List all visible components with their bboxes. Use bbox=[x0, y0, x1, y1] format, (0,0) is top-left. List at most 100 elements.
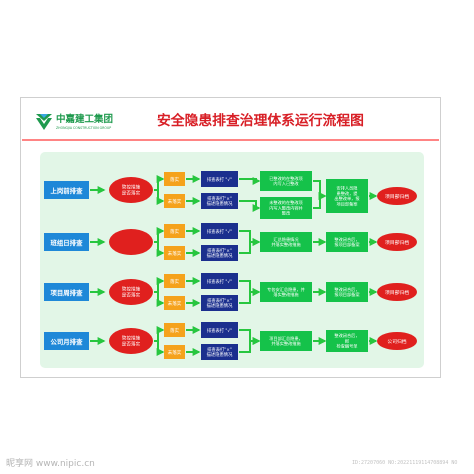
action-text: 报 bbox=[345, 337, 350, 344]
watermark-id: ID:27207060 NO:20221119114708894 NO bbox=[352, 460, 458, 466]
arrow bbox=[239, 238, 261, 254]
row-label: 上岗前排查 bbox=[51, 186, 84, 195]
implemented-box bbox=[164, 172, 185, 186]
manage-check-oval bbox=[109, 229, 153, 255]
not-implemented-label: 未落实 bbox=[168, 250, 182, 257]
not-implemented-label: 未落实 bbox=[168, 349, 182, 356]
form-cross-text: 描述隐患情况 bbox=[207, 351, 233, 358]
manage-check-text: 管控措施 bbox=[122, 184, 141, 191]
action-text: 整改闭合后， bbox=[334, 332, 359, 339]
process-text: 内写入整改内容并 bbox=[269, 204, 303, 211]
archive-label: 项目部归档 bbox=[385, 289, 409, 296]
form-cross-box bbox=[201, 245, 238, 261]
action-box bbox=[326, 232, 368, 252]
implemented-label: 落实 bbox=[170, 228, 180, 235]
arrow bbox=[154, 241, 165, 257]
form-cross-text: 排查表打"×" bbox=[207, 297, 232, 304]
archive-label: 项目部归档 bbox=[385, 193, 409, 200]
process-box bbox=[260, 171, 312, 191]
not-implemented-label: 未落实 bbox=[168, 198, 182, 205]
diagram-title: 安全隐患排查治理体系运行流程图 bbox=[157, 112, 364, 129]
process-text: 汇总隐患情况 bbox=[273, 236, 299, 243]
implemented-box bbox=[164, 274, 185, 288]
not-implemented-box bbox=[164, 296, 185, 310]
action-text: 整改闭合后， bbox=[334, 286, 359, 293]
row-label-box bbox=[44, 181, 89, 199]
arrow bbox=[154, 291, 165, 307]
form-check-text: 排查表打 "√" bbox=[207, 278, 232, 285]
action-text: 出整改单，报 bbox=[334, 195, 360, 202]
manage-check-text: 是否落实 bbox=[122, 291, 141, 298]
action-box bbox=[326, 330, 368, 352]
company-name-cn: 中嘉建工集团 bbox=[56, 113, 113, 125]
process-box bbox=[260, 197, 312, 219]
process-text: 内写入已整改 bbox=[273, 180, 299, 187]
form-check-box bbox=[201, 171, 238, 187]
process-box bbox=[260, 331, 312, 351]
action-text: 整改闭合后， bbox=[334, 236, 359, 243]
form-cross-text: 描述隐患情况 bbox=[207, 252, 233, 259]
manage-check-text: 管控措施 bbox=[122, 286, 141, 293]
process-text: 项目部汇总隐患， bbox=[269, 335, 303, 342]
arrow bbox=[239, 288, 261, 304]
arrow bbox=[313, 192, 327, 209]
archive-oval bbox=[377, 332, 417, 350]
row-label: 公司月排查 bbox=[51, 337, 84, 346]
row-label: 项目周排查 bbox=[51, 288, 84, 297]
form-check-text: 排查表打 "√" bbox=[207, 327, 232, 334]
row-label-box bbox=[44, 332, 89, 350]
manage-check-oval bbox=[109, 279, 153, 305]
not-implemented-label: 未落实 bbox=[168, 300, 182, 307]
arrow bbox=[239, 177, 261, 185]
action-text: 报项目部备案 bbox=[334, 291, 360, 298]
flow-content: 上岗前排查管控措施是否落实落实未落实排查表打 "√"排查表打"×"描述隐患情况班… bbox=[44, 171, 417, 360]
action-text: 项目部备案 bbox=[337, 200, 359, 207]
archive-label: 项目部归档 bbox=[385, 239, 409, 246]
company-logo bbox=[36, 114, 52, 130]
form-check-box bbox=[201, 223, 238, 239]
implemented-label: 落实 bbox=[170, 327, 180, 334]
arrow bbox=[154, 189, 165, 205]
archive-oval bbox=[377, 187, 417, 205]
manage-check-oval bbox=[109, 328, 153, 354]
manage-check-text: 是否落实 bbox=[122, 340, 141, 347]
process-text: 未整改的在整改项 bbox=[269, 199, 303, 206]
action-box bbox=[326, 282, 368, 302]
row-label-box bbox=[44, 283, 89, 301]
arrow bbox=[239, 337, 261, 353]
implemented-box bbox=[164, 323, 185, 337]
process-text: 并落实整改措施 bbox=[271, 241, 301, 248]
action-text: 安排人员隐 bbox=[337, 185, 358, 192]
archive-label: 公司归档 bbox=[387, 338, 406, 345]
action-box bbox=[326, 179, 368, 213]
not-implemented-box bbox=[164, 345, 185, 359]
form-check-box bbox=[201, 322, 238, 338]
implemented-label: 落实 bbox=[170, 176, 180, 183]
form-check-text: 排查表打 "√" bbox=[207, 228, 232, 235]
archive-oval bbox=[377, 233, 417, 251]
action-text: 患整改，提 bbox=[337, 190, 359, 197]
not-implemented-box bbox=[164, 194, 185, 208]
row-label-box bbox=[44, 233, 89, 251]
process-text: 并落实整改措施 bbox=[271, 340, 301, 347]
process-text: 专各安汇总隐患，并 bbox=[267, 286, 305, 293]
form-cross-text: 排查表打"×" bbox=[207, 195, 232, 202]
process-box bbox=[260, 232, 312, 252]
action-text: 检查编号单 bbox=[337, 343, 358, 350]
form-check-box bbox=[201, 273, 238, 289]
implemented-label: 落实 bbox=[170, 278, 180, 285]
form-cross-text: 排查表打"×" bbox=[207, 346, 232, 353]
arrow bbox=[239, 200, 261, 212]
action-text: 报项目部备案 bbox=[334, 241, 360, 248]
process-box bbox=[260, 282, 312, 302]
process-text: 整改 bbox=[282, 210, 291, 217]
form-check-text: 排查表打 "√" bbox=[207, 176, 232, 183]
form-cross-box bbox=[201, 295, 238, 311]
company-name-en: ZHONGJIA CONSTRUCTION GROUP bbox=[56, 126, 111, 130]
form-cross-box bbox=[201, 344, 238, 360]
form-cross-text: 排查表打"×" bbox=[207, 247, 232, 254]
form-cross-text: 描述隐患情况 bbox=[207, 200, 233, 207]
form-cross-box bbox=[201, 193, 238, 209]
watermark: 昵享网 www.nipic.cn bbox=[6, 459, 95, 469]
